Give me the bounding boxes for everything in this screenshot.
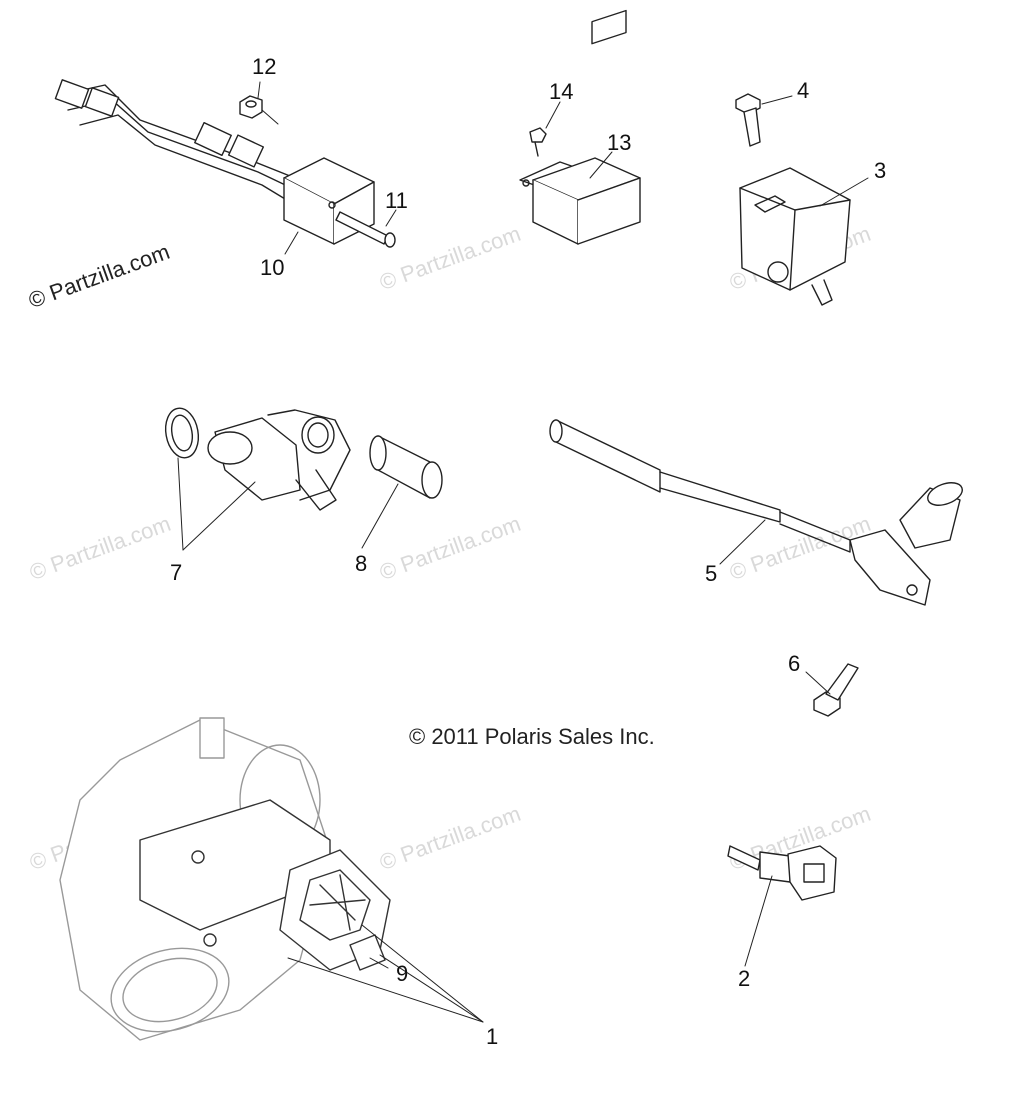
o-ring-7-drawing (164, 407, 200, 459)
callout-1[interactable]: 1 (486, 1024, 499, 1049)
callout-3[interactable]: 3 (874, 158, 887, 183)
temp-sensor-2-drawing (727, 845, 837, 901)
copyright-notice: © 2011 Polaris Sales Inc. (409, 724, 655, 749)
callout-5[interactable]: 5 (705, 561, 718, 586)
callout-2[interactable]: 2 (738, 966, 751, 991)
map-sensor-3-drawing (739, 167, 851, 306)
callout-13[interactable]: 13 (607, 130, 632, 155)
callout-14[interactable]: 14 (549, 79, 574, 104)
callout-7[interactable]: 7 (170, 560, 183, 585)
bolt-6-drawing (813, 663, 859, 717)
wire-harness-drawing (54, 79, 301, 206)
leader-lines (177, 81, 869, 1023)
callout-12[interactable]: 12 (252, 54, 277, 79)
speed-sensor-5-drawing (549, 419, 963, 606)
sleeve-8-drawing (369, 435, 443, 499)
callout-4[interactable]: 4 (797, 78, 810, 103)
callout-6[interactable]: 6 (788, 651, 801, 676)
throttle-body-detail (139, 799, 391, 971)
callout-9[interactable]: 9 (396, 961, 409, 986)
callout-8[interactable]: 8 (355, 551, 368, 576)
screw-11-drawing (335, 211, 396, 248)
callout-10[interactable]: 10 (260, 255, 285, 280)
bolt-4-drawing (735, 93, 761, 147)
module-13-drawing (519, 9, 641, 245)
relay-box-drawing (283, 157, 375, 245)
callout-11[interactable]: 11 (385, 188, 408, 213)
screw-14-drawing (529, 127, 547, 157)
nut-12-drawing (239, 95, 263, 119)
cam-sensor-7-drawing (207, 409, 351, 511)
